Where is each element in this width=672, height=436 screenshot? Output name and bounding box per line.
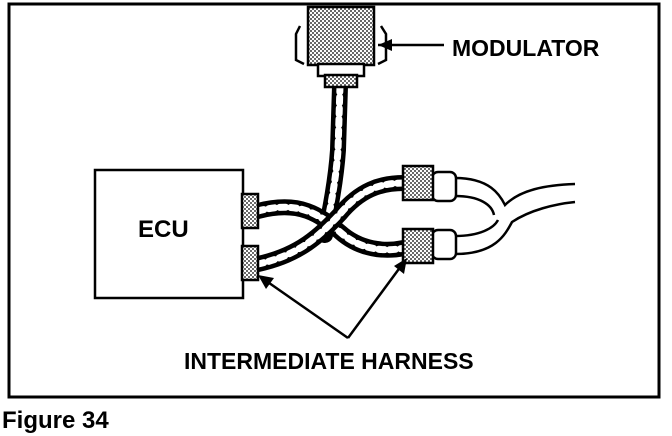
sleeve-connector-upper xyxy=(430,170,458,203)
modulator-leader xyxy=(378,39,444,51)
sleeve-connector-lower xyxy=(430,228,458,261)
ecu-connector-upper xyxy=(240,192,260,230)
modulator-label: MODULATOR xyxy=(452,35,600,61)
intermediate-harness-label: INTERMEDIATE HARNESS xyxy=(184,348,474,374)
intermediate-harness-wires xyxy=(250,78,412,272)
intermediate-harness-arrows xyxy=(258,258,407,340)
main-harness xyxy=(454,176,576,256)
figure-border xyxy=(7,2,661,399)
harness-connector-lower xyxy=(401,227,435,265)
modulator-unit xyxy=(294,5,388,89)
figure-caption: Figure 34 xyxy=(2,407,109,434)
ecu-box xyxy=(93,168,245,300)
ecu-connector-lower xyxy=(240,244,260,282)
harness-connector-upper xyxy=(401,164,435,202)
ecu-label: ECU xyxy=(138,216,189,243)
